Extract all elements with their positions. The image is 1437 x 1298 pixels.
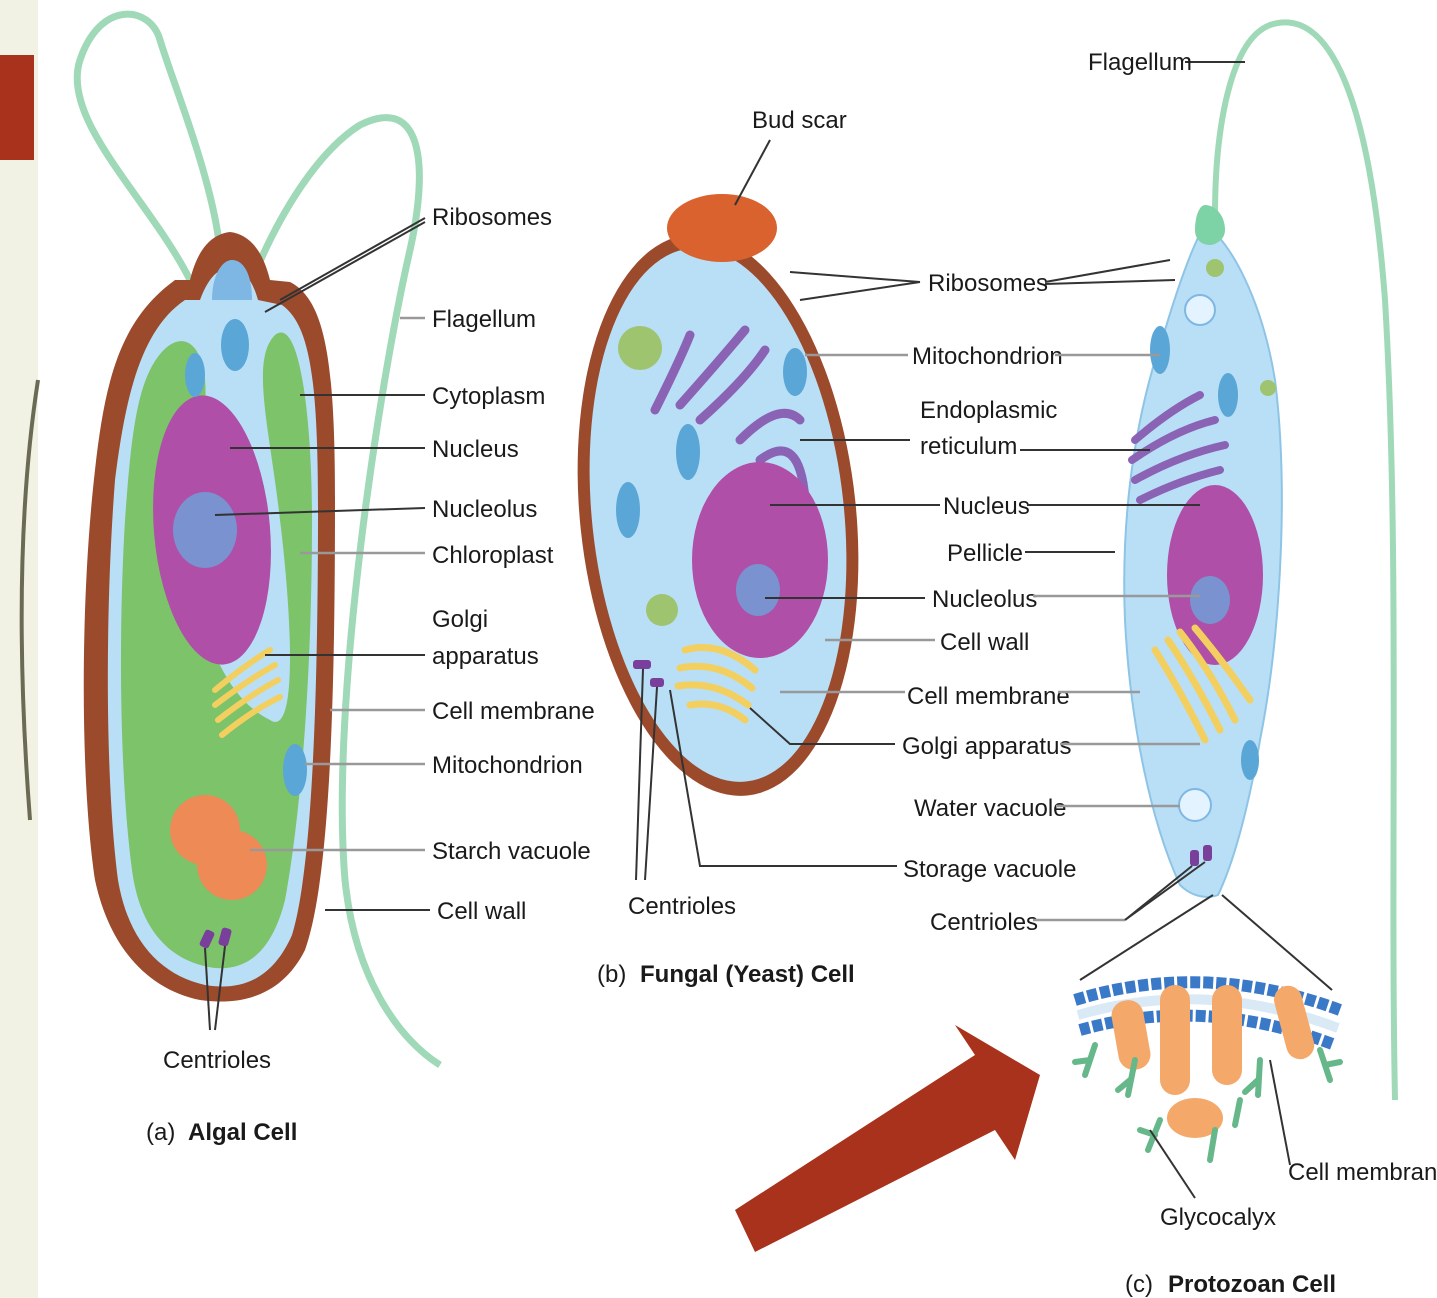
fungal-nucleus bbox=[692, 462, 828, 658]
algal-label-centrioles: Centrioles bbox=[163, 1047, 271, 1074]
fungal-mitochondrion-3 bbox=[616, 482, 640, 538]
slide-left-band bbox=[0, 0, 38, 1298]
algal-label-nucleolus: Nucleolus bbox=[432, 496, 537, 523]
label-centrioles: Centrioles bbox=[930, 909, 1038, 936]
protozoan-caption-title: Protozoan Cell bbox=[1168, 1271, 1336, 1298]
protozoan-centriole-2 bbox=[1203, 845, 1212, 861]
algal-mitochondrion-1 bbox=[221, 319, 249, 371]
label-pellicle: Pellicle bbox=[947, 540, 1023, 567]
label-storage-vacuole: Storage vacuole bbox=[903, 856, 1076, 883]
algal-label-nucleus: Nucleus bbox=[432, 436, 519, 463]
fungal-nucleolus bbox=[736, 564, 780, 616]
fungal-centriole-2 bbox=[650, 678, 664, 687]
protozoan-label-flagellum: Flagellum bbox=[1088, 49, 1192, 76]
algal-caption-letter: (a) bbox=[146, 1119, 175, 1146]
protozoan-centriole-1 bbox=[1190, 850, 1199, 866]
protozoan-nucleolus bbox=[1190, 576, 1230, 624]
protozoan-mitochondrion-3 bbox=[1241, 740, 1259, 780]
protozoan-contractile-1 bbox=[1185, 295, 1215, 325]
protozoan-water-vacuole bbox=[1179, 789, 1211, 821]
label-water-vacuole: Water vacuole bbox=[914, 795, 1067, 822]
label-ribosomes: Ribosomes bbox=[928, 270, 1048, 297]
label-er-1: Endoplasmic bbox=[920, 397, 1057, 424]
protozoan-caption-letter: (c) bbox=[1125, 1271, 1153, 1298]
protozoan-label-glycocalyx: Glycocalyx bbox=[1160, 1204, 1276, 1231]
protozoan-vacuole-1 bbox=[1206, 259, 1224, 277]
label-cell-wall: Cell wall bbox=[940, 629, 1029, 656]
algal-label-golgi-1: Golgi bbox=[432, 606, 488, 633]
fungal-label-bud-scar: Bud scar bbox=[752, 107, 847, 134]
algal-label-cell-wall: Cell wall bbox=[437, 898, 526, 925]
fungal-centriole-1 bbox=[633, 660, 651, 669]
fungal-caption-letter: (b) bbox=[597, 961, 626, 988]
membrane-protein-2 bbox=[1160, 985, 1190, 1095]
algal-caption-title: Algal Cell bbox=[188, 1119, 297, 1146]
protozoan-mitochondrion-1 bbox=[1150, 326, 1170, 374]
fungal-mitochondrion-2 bbox=[676, 424, 700, 480]
slide-red-accent bbox=[0, 55, 34, 160]
label-cell-membrane: Cell membrane bbox=[907, 683, 1070, 710]
label-golgi-apparatus: Golgi apparatus bbox=[902, 733, 1071, 760]
algal-starch-vacuole-2 bbox=[197, 830, 267, 900]
label-nucleolus: Nucleolus bbox=[932, 586, 1037, 613]
algal-nucleolus bbox=[173, 492, 237, 568]
algal-label-cytoplasm: Cytoplasm bbox=[432, 383, 545, 410]
algal-label-ribosomes: Ribosomes bbox=[432, 204, 552, 231]
algal-mitochondrion-3 bbox=[283, 744, 307, 796]
algal-mitochondrion-2 bbox=[185, 353, 205, 397]
fungal-vacuole-1 bbox=[618, 326, 662, 370]
algal-label-chloroplast: Chloroplast bbox=[432, 542, 554, 569]
protozoan-mitochondrion-2 bbox=[1218, 373, 1238, 417]
fungal-bud-scar bbox=[667, 194, 777, 262]
algal-label-flagellum: Flagellum bbox=[432, 306, 536, 333]
fungal-vacuole-2 bbox=[646, 594, 678, 626]
algal-label-cell-membrane: Cell membrane bbox=[432, 698, 595, 725]
fungal-caption-title: Fungal (Yeast) Cell bbox=[640, 961, 855, 988]
label-mitochondrion: Mitochondrion bbox=[912, 343, 1063, 370]
membrane-protein-3 bbox=[1212, 985, 1242, 1085]
protozoan-label-cell-membrane: Cell membrane bbox=[1288, 1159, 1437, 1186]
fungal-label-centrioles: Centrioles bbox=[628, 893, 736, 920]
algal-label-golgi-2: apparatus bbox=[432, 643, 539, 670]
protozoan-vacuole-2 bbox=[1260, 380, 1276, 396]
label-er-2: reticulum bbox=[920, 433, 1017, 460]
algal-label-mitochondrion: Mitochondrion bbox=[432, 752, 583, 779]
label-nucleus: Nucleus bbox=[943, 493, 1030, 520]
fungal-mitochondrion-1 bbox=[783, 348, 807, 396]
algal-label-starch-vacuole: Starch vacuole bbox=[432, 838, 591, 865]
